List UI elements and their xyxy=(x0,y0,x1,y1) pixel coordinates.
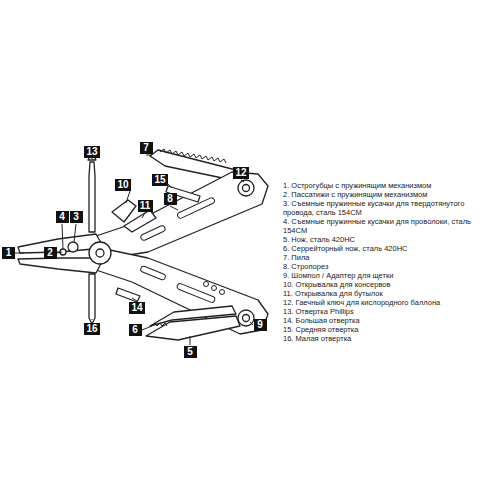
part-label: 12. Гаечный ключ для кислородного баллон… xyxy=(283,298,495,307)
parts-list: 1. Острогубцы с пружинящим механизмом2. … xyxy=(283,181,495,343)
callout-number: 8 xyxy=(167,193,173,204)
callout-box: 2 xyxy=(44,247,57,259)
callout-number: 15 xyxy=(154,174,165,185)
callout-box: 14 xyxy=(129,302,145,314)
callout-box: 6 xyxy=(129,324,142,336)
part-label: 4. Съемные пружинные кусачки для проволо… xyxy=(283,217,495,235)
callout-box: 8 xyxy=(164,193,177,205)
callout-box: 13 xyxy=(84,146,100,158)
part-label: 7. Пила xyxy=(283,253,495,262)
part-label: 8. Стропорез xyxy=(283,262,495,271)
callout-box: 12 xyxy=(233,167,249,179)
callout-box: 4 xyxy=(56,211,69,223)
callout-box: 15 xyxy=(152,174,168,186)
part-label: 1. Острогубцы с пружинящим механизмом xyxy=(283,181,495,190)
callout-number: 14 xyxy=(131,302,142,313)
callout-number: 6 xyxy=(132,324,138,335)
part-label: 14. Большая отвертка xyxy=(283,316,495,325)
callout-number: 4 xyxy=(59,211,65,222)
part-label: 6. Серрейторный нож, сталь 420HC xyxy=(283,244,495,253)
part-label: 5. Нож, сталь 420HC xyxy=(283,235,495,244)
callout-number: 12 xyxy=(235,167,246,178)
callout-box: 3 xyxy=(70,211,83,223)
callout-number: 10 xyxy=(117,179,128,190)
callout-number: 2 xyxy=(47,247,53,258)
part-label: 13. Отвертка Phillips xyxy=(283,307,495,316)
callout-number: 3 xyxy=(73,211,79,222)
callout-number: 5 xyxy=(187,346,193,357)
part-label: 10. Открывалка для консервов xyxy=(283,280,495,289)
part-label: 3. Съемные пружинные кусачки для твердот… xyxy=(283,199,495,217)
callout-box: 11 xyxy=(138,200,153,212)
part-label: 16. Малая отвертка xyxy=(283,334,495,343)
part-label: 11. Открывалка для бутылок xyxy=(283,289,495,298)
part-label: 2. Пассатижи с пружинящим механизмом xyxy=(283,190,495,199)
callout-box: 10 xyxy=(115,179,131,191)
callout-number: 11 xyxy=(140,200,151,211)
callout-number: 9 xyxy=(257,319,263,330)
callout-number: 16 xyxy=(86,323,97,334)
callout-number: 13 xyxy=(86,146,97,157)
callout-number: 7 xyxy=(143,142,149,153)
part-label: 9. Шомпол / Адаптер для щетки xyxy=(283,271,495,280)
callout-box: 1 xyxy=(2,247,15,259)
callout-number: 1 xyxy=(6,247,12,258)
callout-box: 5 xyxy=(184,346,197,358)
callout-box: 7 xyxy=(140,142,153,154)
callout-box: 9 xyxy=(254,319,267,331)
callout-box: 16 xyxy=(84,323,100,335)
part-label: 15. Средняя отвертка xyxy=(283,325,495,334)
